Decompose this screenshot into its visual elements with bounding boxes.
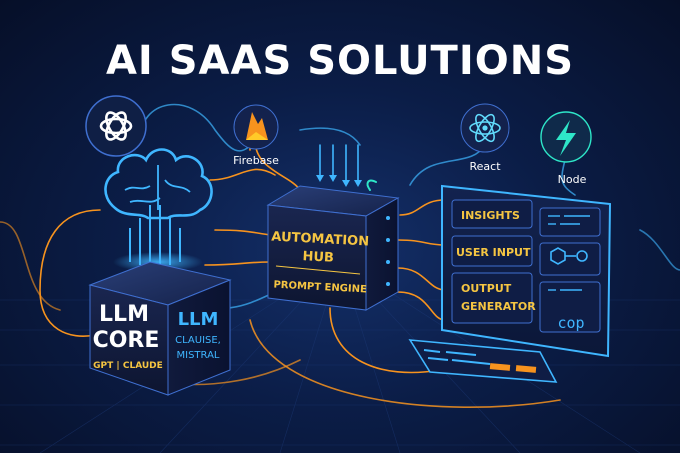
side-widget-1 — [539, 207, 601, 237]
output-generator-panel — [451, 272, 533, 324]
keyboard-device — [408, 339, 558, 383]
automation-hub-box — [266, 185, 400, 311]
side-widget-3 — [539, 281, 601, 333]
hub-title-1: AUTOMATION — [271, 229, 369, 249]
connector-graph-icon — [550, 247, 588, 265]
insights-panel — [451, 199, 533, 229]
llm-side-title: LLM — [178, 309, 219, 330]
hub-title-2: HUB — [302, 249, 334, 266]
hub-prompt-engine: PROMPT ENGINE — [273, 280, 367, 296]
panel-output: OUTPUT — [461, 282, 512, 295]
react-atom-icon — [460, 103, 510, 153]
llm-core-subtitle: GPT | CLAUDE — [93, 361, 163, 371]
llm-side-line-2: MISTRAL — [177, 350, 220, 361]
llm-core-box — [88, 261, 232, 396]
lightning-bolt-icon — [540, 111, 592, 163]
llm-core-title-1: LLM — [99, 302, 149, 327]
openai-logo-icon — [85, 95, 147, 157]
firebase-label: Firebase — [233, 154, 279, 167]
panel-generator: GENERATOR — [461, 300, 536, 313]
panel-user-input: USER INPUT — [456, 246, 531, 259]
firebase-flame-icon — [233, 104, 279, 150]
dashboard-monitor — [441, 184, 612, 358]
llm-side-line-1: CLAUISE, — [175, 335, 221, 346]
side-widget-text: cop — [557, 314, 584, 332]
user-input-panel — [451, 235, 533, 267]
react-label: React — [469, 160, 501, 173]
panel-insights: INSIGHTS — [461, 209, 520, 222]
side-widget-2 — [539, 242, 601, 276]
brain-icon — [104, 148, 213, 272]
page-title: AI SAAS SOLUTIONS — [106, 38, 574, 84]
node-label: Node — [558, 173, 587, 186]
llm-core-title-2: CORE — [93, 328, 160, 353]
